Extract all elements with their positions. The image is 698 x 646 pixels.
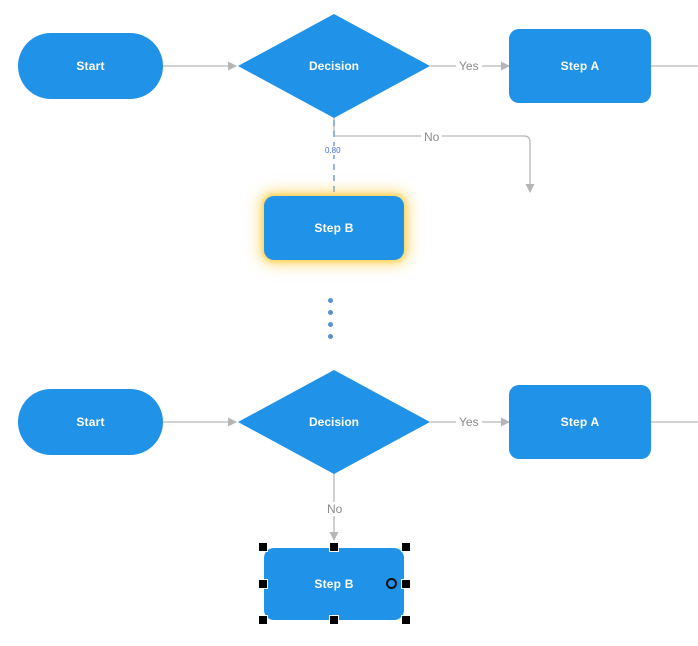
node-label: Start bbox=[76, 59, 105, 73]
edge-no-branch-top bbox=[334, 135, 535, 193]
node-step-a-top[interactable]: Step A bbox=[509, 29, 651, 103]
vertical-ellipsis-separator bbox=[328, 298, 333, 339]
decision-diamond-shape bbox=[238, 370, 430, 474]
ellipsis-dot bbox=[328, 334, 333, 339]
node-step-b-bottom[interactable]: Step B bbox=[264, 548, 404, 620]
selection-handle-top-right[interactable] bbox=[401, 542, 411, 552]
selection-handle-middle-left[interactable] bbox=[258, 579, 268, 589]
selection-handle-bottom-left[interactable] bbox=[258, 615, 268, 625]
selection-handle-bottom-center[interactable] bbox=[329, 615, 339, 625]
edge-weight-label: 0.80 bbox=[324, 146, 342, 155]
node-decision-bottom[interactable]: Decision bbox=[238, 370, 430, 474]
connection-anchor-icon[interactable] bbox=[386, 578, 397, 589]
node-label: Start bbox=[76, 415, 105, 429]
node-label: Step A bbox=[560, 59, 600, 73]
node-start-bottom[interactable]: Start bbox=[18, 389, 163, 455]
node-step-b-top[interactable]: Step B bbox=[264, 196, 404, 260]
decision-diamond-shape bbox=[238, 14, 430, 118]
node-label: Step B bbox=[314, 577, 354, 591]
selection-handle-bottom-right[interactable] bbox=[401, 615, 411, 625]
node-label: Step A bbox=[560, 415, 600, 429]
selection-handle-middle-right[interactable] bbox=[401, 579, 411, 589]
ellipsis-dot bbox=[328, 322, 333, 327]
selection-handle-top-left[interactable] bbox=[258, 542, 268, 552]
edge-label-yes-bottom: Yes bbox=[456, 415, 482, 429]
selection-handle-top-center[interactable] bbox=[329, 542, 339, 552]
node-step-a-bottom[interactable]: Step A bbox=[509, 385, 651, 459]
edge-label-no-top: No bbox=[421, 130, 443, 144]
node-label: Step B bbox=[314, 221, 354, 235]
node-start-top[interactable]: Start bbox=[18, 33, 163, 99]
node-decision-top[interactable]: Decision bbox=[238, 14, 430, 118]
ellipsis-dot bbox=[328, 310, 333, 315]
ellipsis-dot bbox=[328, 298, 333, 303]
edge-label-no-bottom: No bbox=[324, 502, 346, 516]
edge-label-yes-top: Yes bbox=[456, 59, 482, 73]
